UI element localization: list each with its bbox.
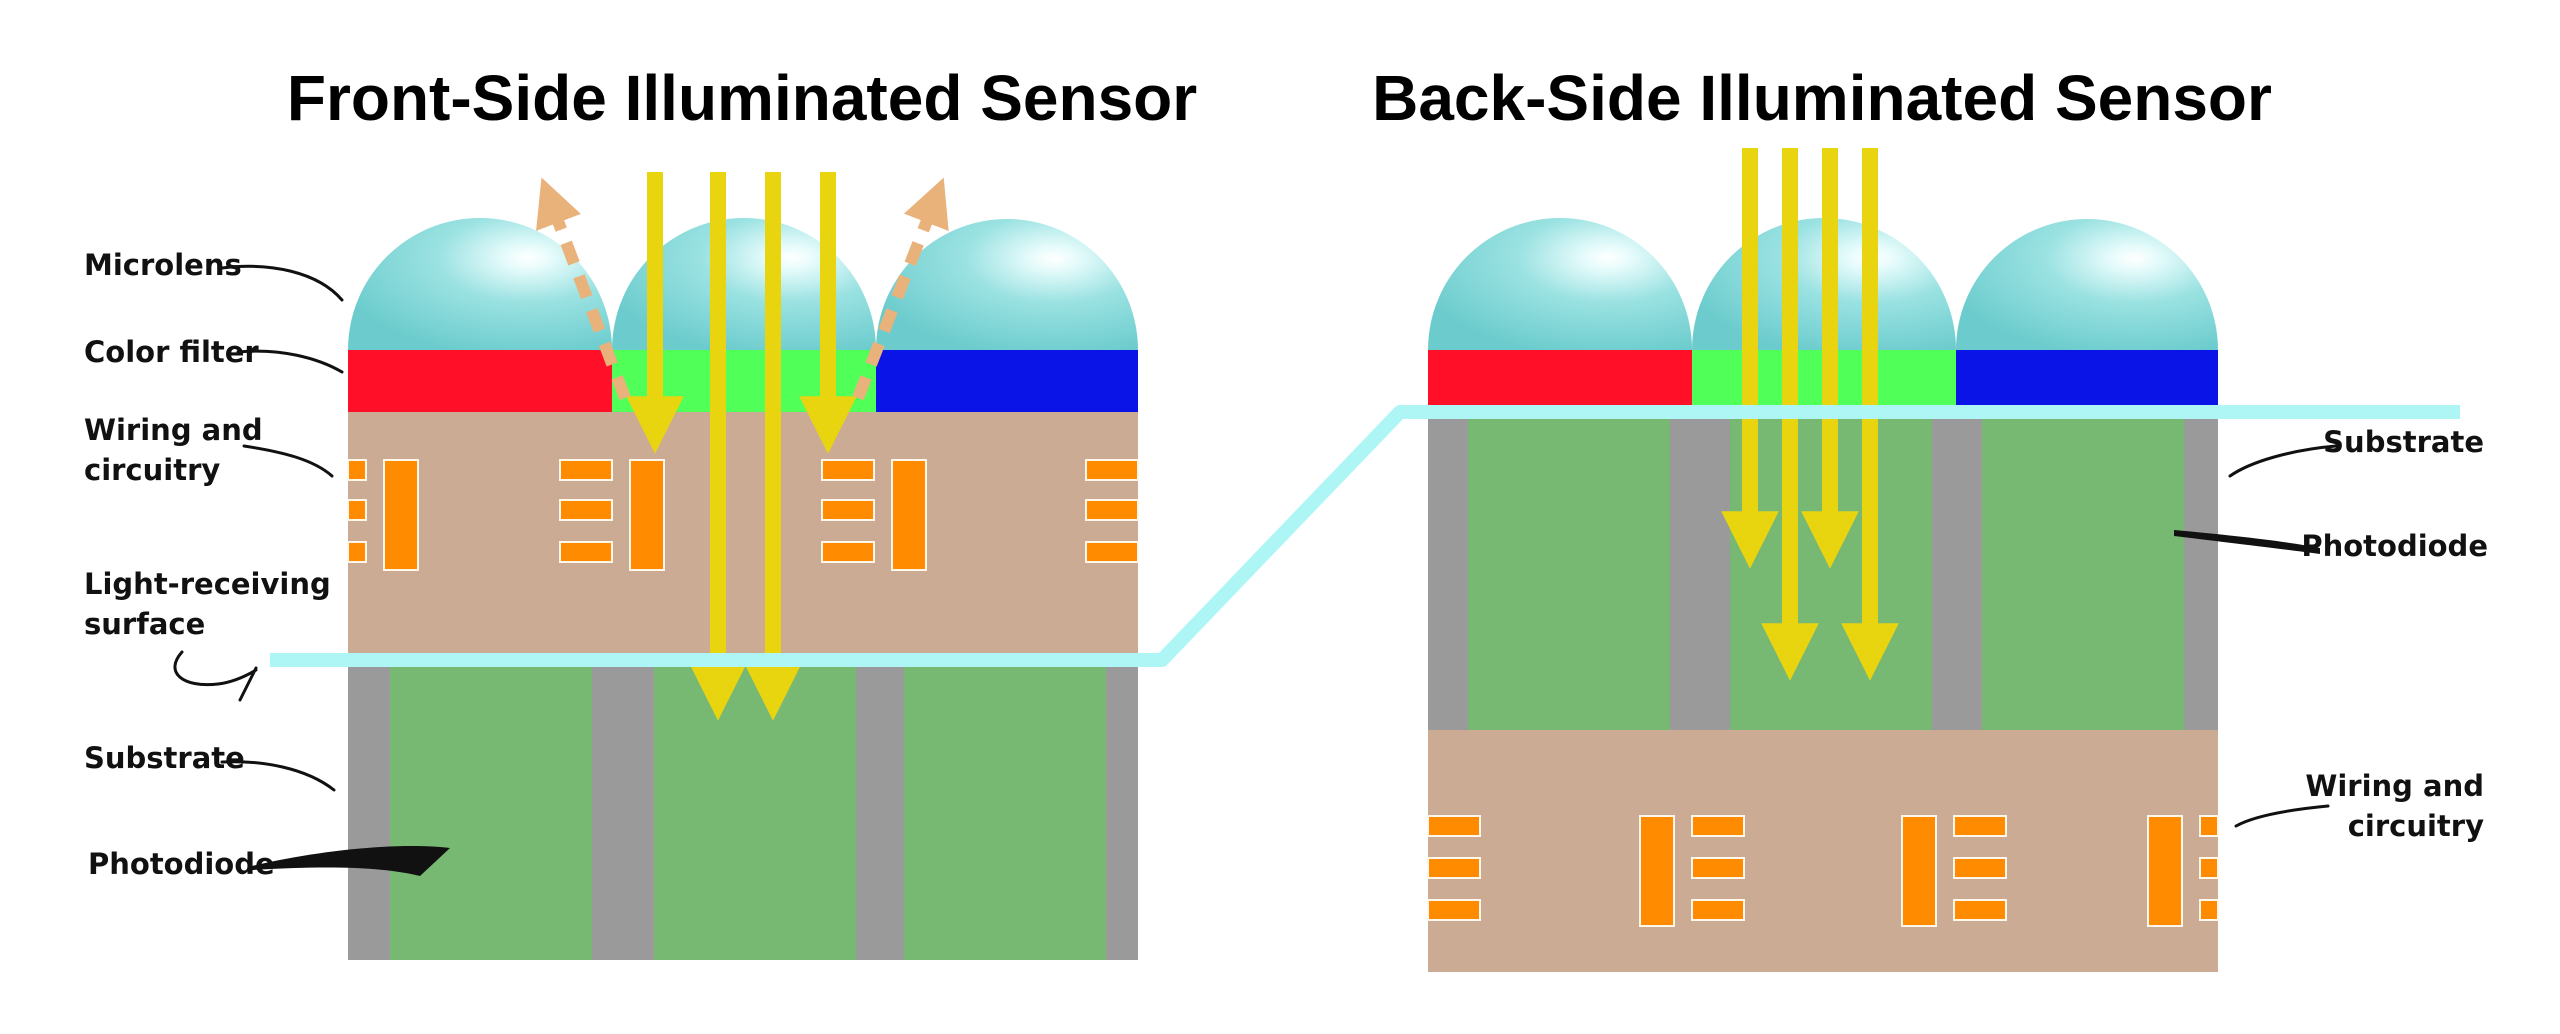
pointer-back-substrate: [2228, 444, 2338, 478]
front-microlens-3: [876, 219, 1138, 350]
back-circuit-elements: [1427, 815, 2219, 927]
pointer-photodiode: [252, 846, 450, 876]
back-microlens-3: [1956, 219, 2218, 350]
front-wiring-layer: [348, 412, 1138, 660]
front-microlens-1: [348, 218, 612, 350]
back-filter-red: [1428, 350, 1692, 412]
front-title: Front-Side Illuminated Sensor: [287, 62, 1197, 134]
front-light-rays: [626, 172, 857, 721]
label-wiring-1: Wiring and: [84, 413, 263, 447]
back-photodiode-3: [1982, 412, 2184, 730]
back-wiring-layer: [1428, 730, 2218, 972]
pointer-substrate: [220, 760, 336, 792]
label-back-photodiode: Photodiode: [2301, 529, 2488, 563]
pointer-surface: [173, 650, 258, 702]
front-photodiode-1: [390, 660, 592, 960]
front-filter-blue: [876, 350, 1138, 412]
front-photodiode-2: [654, 660, 856, 960]
pointer-back-photodiode: [2174, 530, 2320, 554]
label-back-wiring-2: circuitry: [2348, 809, 2484, 843]
label-back-substrate: Substrate: [2323, 425, 2484, 459]
label-surface-1: Light-receiving: [84, 567, 331, 601]
light-receiving-surface-line: [270, 405, 2460, 667]
front-labels: Microlens Color filter Wiring and circui…: [84, 248, 450, 881]
front-microlens-2: [612, 218, 876, 350]
pointer-microlens: [220, 264, 344, 302]
front-photodiode-3: [904, 660, 1106, 960]
back-sensor: [1427, 148, 2219, 972]
label-back-wiring-1: Wiring and: [2305, 769, 2484, 803]
pointer-wiring: [242, 444, 334, 478]
back-labels: Substrate Photodiode Wiring and circuitr…: [2174, 425, 2488, 843]
back-microlens-1: [1428, 218, 1692, 350]
back-light-rays: [1721, 148, 1899, 681]
label-surface-2: surface: [84, 607, 205, 641]
back-filter-blue: [1956, 350, 2218, 412]
label-wiring-2: circuitry: [84, 453, 220, 487]
back-photodiode-1: [1468, 412, 1670, 730]
front-sensor: [347, 172, 1139, 960]
back-title: Back-Side Illuminated Sensor: [1372, 62, 2272, 134]
label-substrate: Substrate: [84, 741, 245, 775]
label-color-filter: Color filter: [84, 335, 259, 369]
front-circuit-elements: [347, 459, 1139, 571]
label-photodiode: Photodiode: [88, 847, 275, 881]
front-filter-red: [348, 350, 612, 412]
pointer-back-wiring: [2234, 804, 2330, 828]
pointer-color-filter: [236, 349, 344, 374]
label-microlens: Microlens: [84, 248, 242, 282]
